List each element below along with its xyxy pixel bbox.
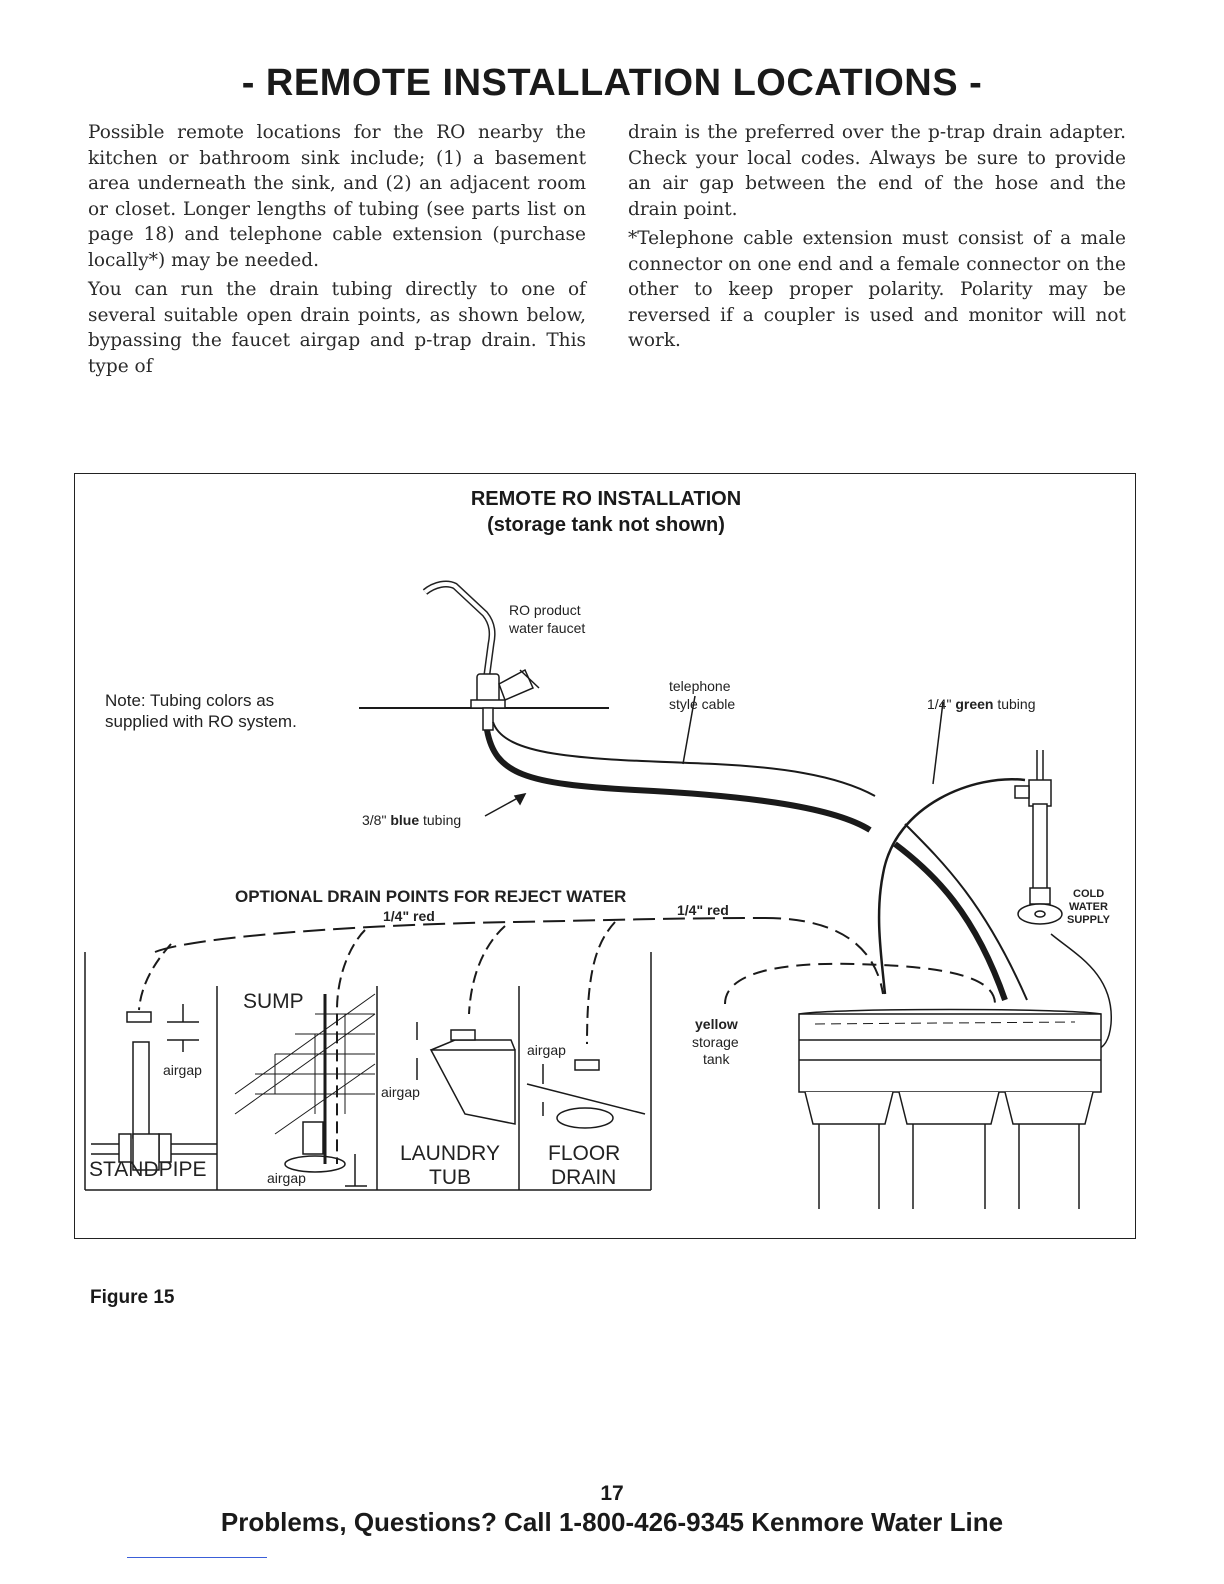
green-tubing-label: 1/4" green tubing <box>927 696 1036 712</box>
tank-label-3: tank <box>703 1051 730 1067</box>
tank-label-2: storage <box>692 1034 739 1050</box>
figure-subtitle: (storage tank not shown) <box>487 514 725 536</box>
note-line-2: supplied with RO system. <box>105 712 297 731</box>
figure-caption: Figure 15 <box>90 1287 175 1308</box>
cold-water-label-2: WATER <box>1069 901 1108 913</box>
faucet-label-1: RO product <box>509 602 581 618</box>
red-tubing-right-label: 1/4" red <box>677 902 729 918</box>
left-paragraph-2: You can run the drain tubing directly to… <box>88 279 586 377</box>
cold-water-label-1: COLD <box>1073 888 1105 900</box>
note-line-1: Note: Tubing colors as <box>105 691 275 710</box>
red-tubing-left-label: 1/4" red <box>383 908 435 924</box>
laundry-label-1: LAUNDRY <box>400 1142 500 1165</box>
sump-airgap-label: airgap <box>267 1170 306 1186</box>
help-line: Problems, Questions? Call 1-800-426-9345… <box>220 1507 1004 1537</box>
standpipe-label: STANDPIPE <box>89 1158 207 1181</box>
link-underline <box>127 1557 267 1558</box>
floor-label-1: FLOOR <box>548 1142 621 1165</box>
standpipe-airgap-label: airgap <box>163 1062 202 1078</box>
figure-15: REMOTE RO INSTALLATION (storage tank not… <box>74 473 1136 1239</box>
installation-diagram <box>84 580 1112 1209</box>
faucet-label-2: water faucet <box>509 620 586 636</box>
blue-tubing-label: 3/8" blue tubing <box>362 812 462 828</box>
figure-title: REMOTE RO INSTALLATION <box>470 488 742 510</box>
cold-water-label-3: SUPPLY <box>1067 914 1111 926</box>
telephone-label-2: style cable <box>669 696 736 712</box>
telephone-label-1: telephone <box>669 678 731 694</box>
floor-label-2: DRAIN <box>551 1166 617 1189</box>
tank-label-1: yellow <box>695 1016 738 1032</box>
sump-label: SUMP <box>243 990 304 1013</box>
left-paragraph-1: Possible remote locations for the RO nea… <box>88 122 586 271</box>
page-number: 17 <box>600 1482 624 1505</box>
right-paragraph-1: drain is the preferred over the p-trap d… <box>628 122 1126 220</box>
laundry-label-2: TUB <box>429 1166 471 1189</box>
floor-airgap-label: airgap <box>527 1042 566 1058</box>
filter-housing-icon <box>798 1008 1102 1209</box>
faucet-icon <box>422 580 540 731</box>
optional-drain-label: OPTIONAL DRAIN POINTS FOR REJECT WATER <box>235 887 627 906</box>
right-paragraph-2: *Telephone cable extension must consist … <box>628 228 1126 351</box>
laundry-airgap-label: airgap <box>381 1084 420 1100</box>
right-column: drain is the preferred over the p-trap d… <box>628 120 1126 358</box>
page-title: - REMOTE INSTALLATION LOCATIONS - <box>241 62 983 104</box>
left-column: Possible remote locations for the RO nea… <box>88 120 586 383</box>
